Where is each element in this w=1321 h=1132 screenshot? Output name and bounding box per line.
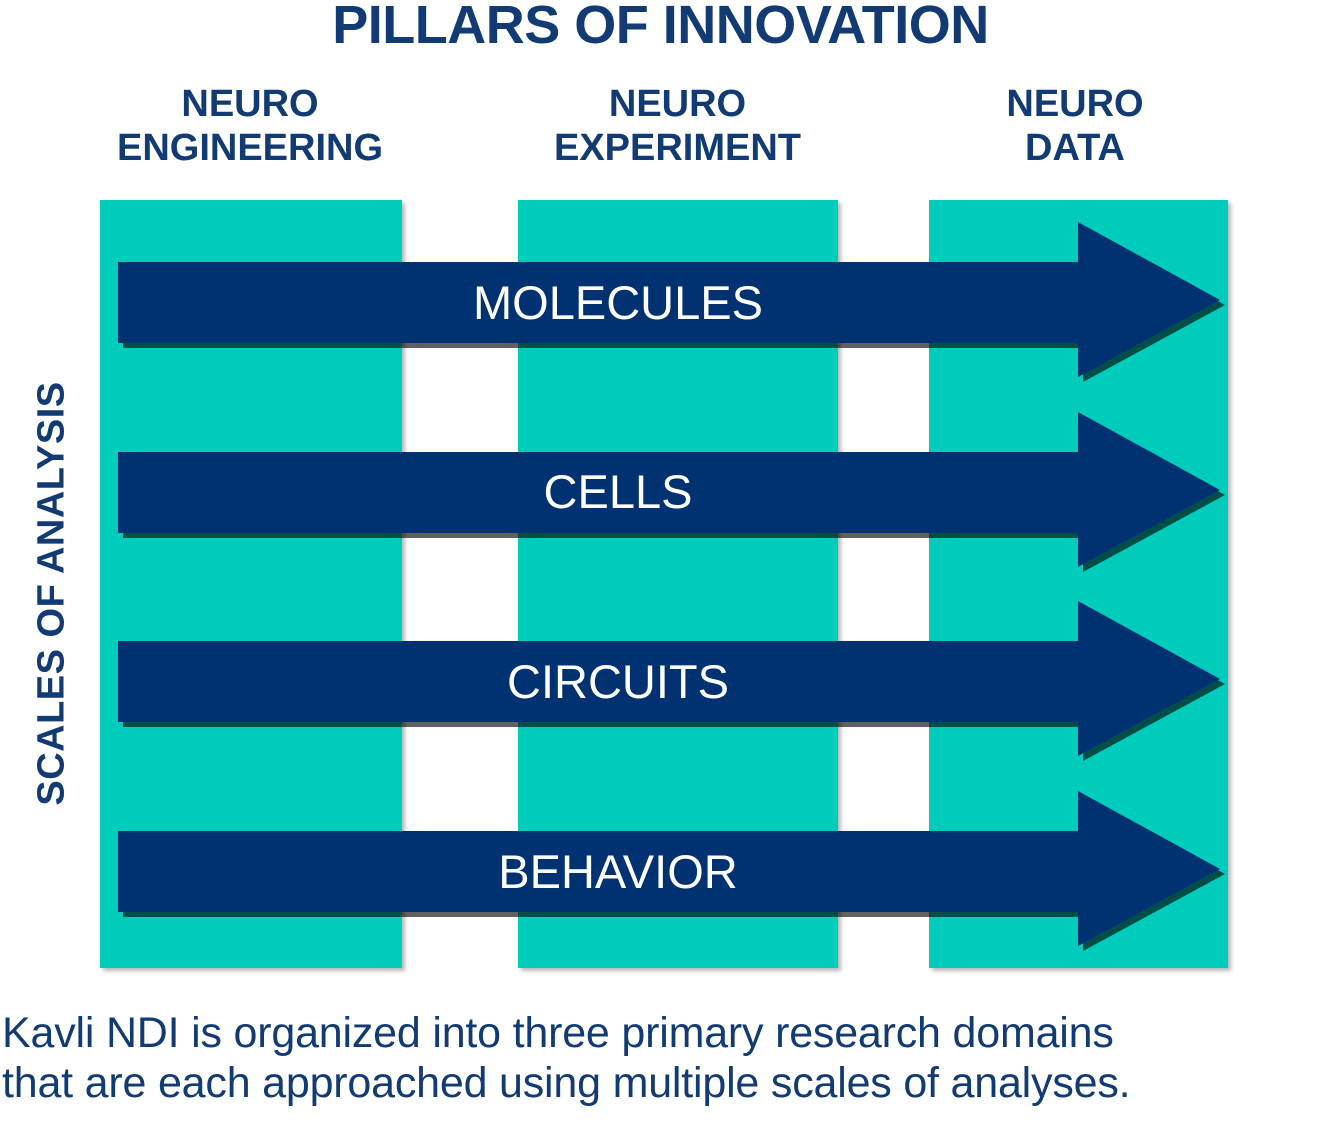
scale-arrow-label-molecules: MOLECULES <box>473 276 763 329</box>
column-header-line-2: DATA <box>1025 127 1125 169</box>
scale-arrow-label-circuits: CIRCUITS <box>507 655 729 708</box>
pillars-diagram: MOLECULES CELLS CIRCUITS BEHAVIOR <box>100 200 1228 968</box>
scale-arrow-molecules[interactable] <box>118 222 1220 377</box>
column-header-neuro-data: NEURO DATA <box>955 82 1195 170</box>
column-header-neuro-experiment: NEURO EXPERIMENT <box>510 82 845 170</box>
caption-line-1: Kavli NDI is organized into three primar… <box>2 1009 1114 1057</box>
scale-arrows-group <box>118 222 1220 946</box>
column-header-neuro-engineering: NEURO ENGINEERING <box>85 82 415 170</box>
caption-line-2: that are each approached using multiple … <box>2 1059 1131 1107</box>
column-header-line-2: ENGINEERING <box>116 127 384 169</box>
column-header-line-1: NEURO <box>1006 83 1144 125</box>
scale-arrow-label-behavior: BEHAVIOR <box>498 845 738 898</box>
column-header-line-1: NEURO <box>608 83 747 125</box>
scale-arrow-circuits[interactable] <box>118 601 1220 756</box>
scale-arrow-label-cells: CELLS <box>543 465 693 518</box>
page-title: PILLARS OF INNOVATION <box>332 0 989 55</box>
scale-arrow-behavior[interactable] <box>118 791 1220 946</box>
scale-arrow-cells[interactable] <box>118 412 1220 567</box>
caption: Kavli NDI is organized into three primar… <box>2 1008 1321 1108</box>
column-header-line-1: NEURO <box>181 83 319 125</box>
column-header-line-2: EXPERIMENT <box>553 127 802 169</box>
